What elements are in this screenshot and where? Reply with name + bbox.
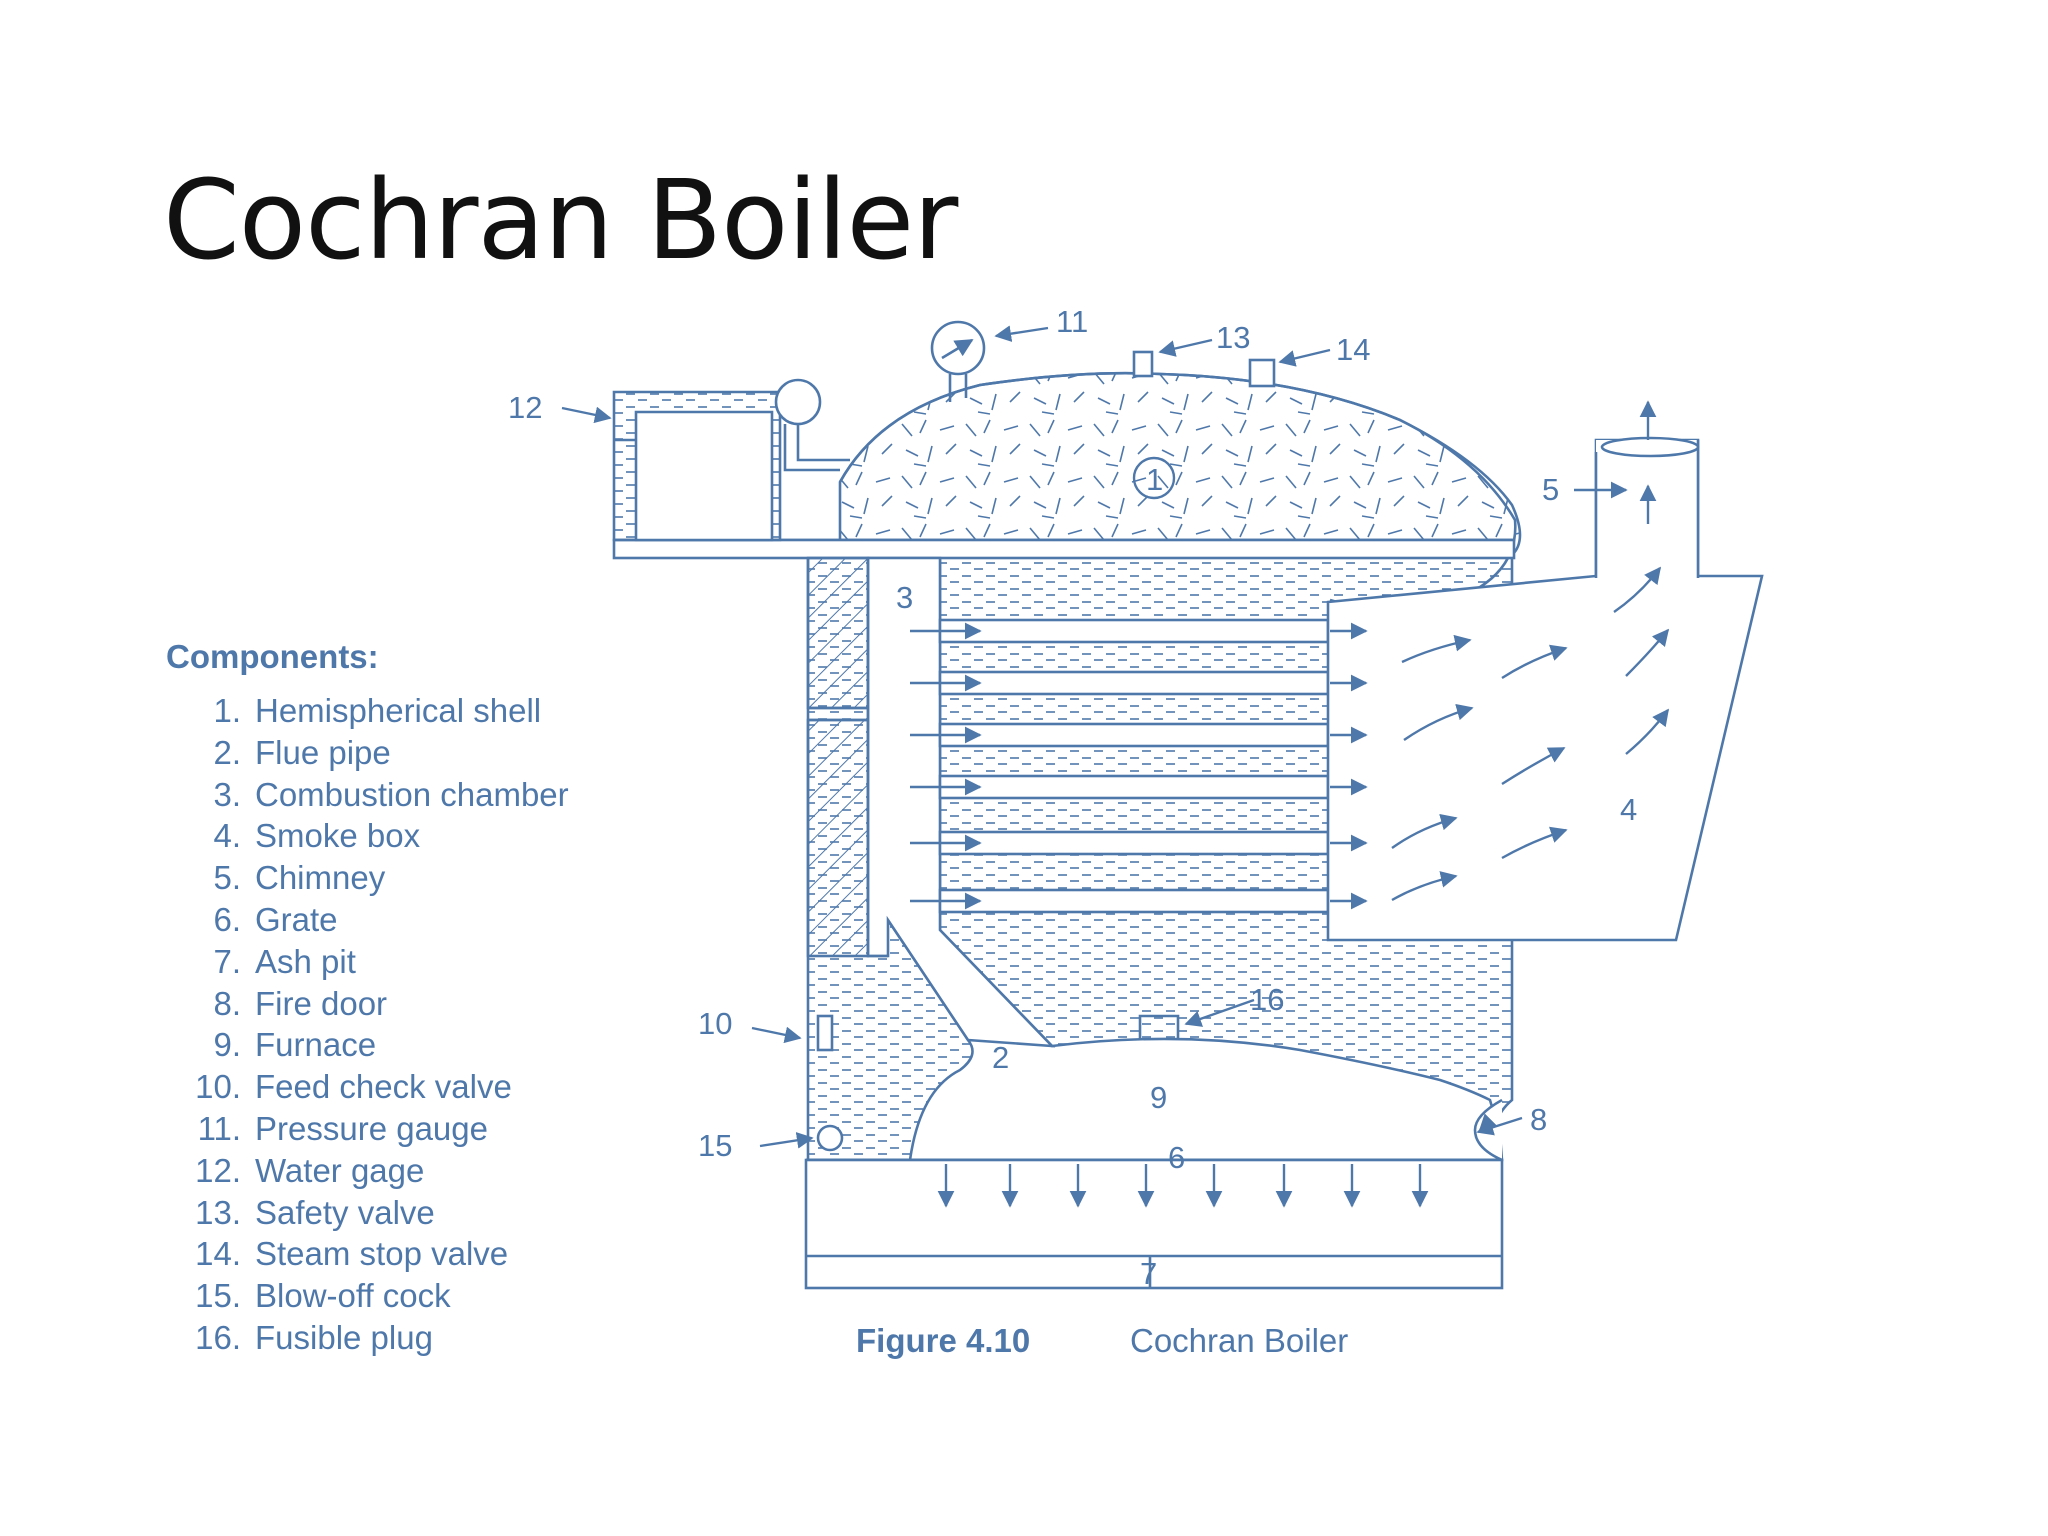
- component-number: 11.: [197, 1109, 241, 1147]
- component-item: 3. Combustion chamber: [166, 774, 569, 816]
- component-number: 16.: [195, 1318, 241, 1356]
- hemispherical-shell: [838, 371, 1522, 559]
- component-label: Blow-off cock: [255, 1277, 451, 1315]
- callout-11: 11: [1056, 304, 1088, 339]
- callout-6: 6: [1168, 1140, 1185, 1175]
- safety-valve: [1132, 350, 1154, 378]
- component-item: 13. Safety valve: [166, 1192, 569, 1234]
- component-item: 6. Grate: [166, 899, 569, 941]
- figure-caption-number: Figure 4.10: [856, 1322, 1030, 1359]
- steam-stop-valve: [1248, 358, 1276, 388]
- component-item: 15. Blow-off cock: [166, 1275, 569, 1317]
- component-number: 13.: [195, 1193, 241, 1231]
- component-number: 4.: [213, 817, 241, 855]
- callout-4: 4: [1620, 792, 1637, 827]
- component-label: Ash pit: [255, 942, 356, 980]
- brick-lining-upper: [806, 556, 870, 710]
- water-gage-inner: [634, 410, 774, 542]
- component-item: 4. Smoke box: [166, 815, 569, 857]
- component-label: Pressure gauge: [255, 1109, 488, 1147]
- callout-3: 3: [896, 580, 913, 615]
- component-item: 11. Pressure gauge: [166, 1108, 569, 1150]
- water-gage-bulb: [774, 378, 822, 426]
- component-label: Flue pipe: [255, 733, 391, 771]
- component-number: 9.: [213, 1026, 241, 1064]
- furnace: [886, 558, 1504, 1162]
- callout-7: 7: [1140, 1256, 1157, 1291]
- component-label: Fusible plug: [255, 1318, 433, 1356]
- blow-off-cock: [816, 1124, 844, 1152]
- callout-14: 14: [1336, 332, 1370, 367]
- component-number: 10.: [195, 1068, 241, 1106]
- component-label: Water gage: [255, 1151, 425, 1189]
- callout-1: 1: [1146, 462, 1163, 497]
- component-item: 8. Fire door: [166, 983, 569, 1025]
- component-item: 5. Chimney: [166, 857, 569, 899]
- component-number: 3.: [213, 775, 241, 813]
- component-label: Steam stop valve: [255, 1235, 509, 1273]
- component-item: 1. Hemispherical shell: [166, 690, 569, 732]
- callout-13: 13: [1216, 320, 1250, 355]
- component-item: 16. Fusible plug: [166, 1317, 569, 1359]
- component-label: Hemispherical shell: [255, 692, 542, 729]
- component-number: 7.: [213, 942, 241, 980]
- component-item: 9. Furnace: [166, 1024, 569, 1066]
- component-number: 8.: [213, 984, 241, 1022]
- component-label: Fire door: [255, 984, 388, 1022]
- component-number: 1.: [213, 692, 241, 729]
- components-list: 1. Hemispherical shell 2. Flue pipe 3. Comb…: [166, 690, 569, 1359]
- gas-flow-arrows: [910, 400, 1670, 910]
- components-heading: Components:: [166, 638, 379, 675]
- slide-title: Cochran Boiler: [163, 156, 958, 284]
- component-label: Grate: [255, 900, 338, 938]
- fusible-plug: [1138, 1014, 1180, 1040]
- callout-16: 16: [1250, 982, 1284, 1017]
- brick-lining-lower: [806, 718, 870, 958]
- component-number: 5.: [213, 859, 241, 897]
- component-item: 2. Flue pipe: [166, 732, 569, 774]
- component-label: Smoke box: [255, 817, 421, 855]
- component-number: 14.: [195, 1235, 241, 1273]
- callout-leaders: [561, 325, 1628, 1149]
- callout-1-circle: [1132, 456, 1176, 500]
- component-number: 2.: [213, 733, 241, 771]
- component-label: Combustion chamber: [255, 775, 569, 813]
- ash-pit: [804, 1158, 1504, 1290]
- top-plate: [612, 538, 1516, 560]
- component-number: 12.: [195, 1151, 241, 1189]
- callout-15: 15: [698, 1128, 732, 1163]
- callout-10: 10: [698, 1006, 732, 1041]
- component-item: 12. Water gage: [166, 1150, 569, 1192]
- component-label: Chimney: [255, 859, 386, 897]
- component-number: 6.: [213, 900, 241, 938]
- callout-2: 2: [992, 1040, 1009, 1075]
- component-label: Safety valve: [255, 1193, 435, 1231]
- feed-check-valve: [816, 1014, 834, 1052]
- callout-12: 12: [508, 390, 542, 425]
- ash-drop-arrows: [937, 1164, 1429, 1208]
- callout-8: 8: [1530, 1102, 1547, 1137]
- figure-caption-text: Cochran Boiler: [1130, 1322, 1348, 1359]
- component-item: 7. Ash pit: [166, 941, 569, 983]
- component-item: 10. Feed check valve: [166, 1066, 569, 1108]
- callout-9: 9: [1150, 1080, 1167, 1115]
- component-item: 14. Steam stop valve: [166, 1233, 569, 1275]
- component-label: Feed check valve: [255, 1068, 512, 1106]
- component-number: 15.: [195, 1277, 241, 1315]
- callout-5: 5: [1542, 472, 1559, 507]
- component-label: Furnace: [255, 1026, 377, 1064]
